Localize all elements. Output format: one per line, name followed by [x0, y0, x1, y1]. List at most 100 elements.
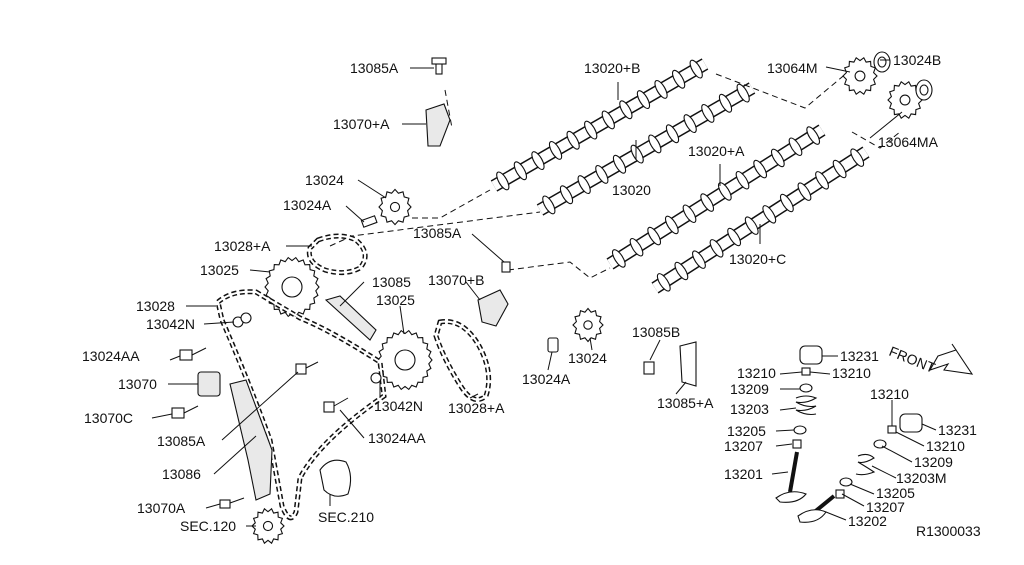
label-13070a-top: 13070+A — [333, 116, 390, 132]
cam-lobe — [692, 250, 706, 269]
label-13024b: 13024B — [893, 52, 941, 68]
cam-lobe — [683, 114, 697, 134]
cam-lobe — [648, 134, 662, 154]
gear-hub — [262, 520, 274, 532]
label-sec120: SEC.120 — [180, 518, 236, 534]
cam-lobe — [770, 148, 785, 168]
gear-hub — [854, 70, 866, 82]
cam-lobe — [727, 227, 742, 247]
label-13207-b: 13207 — [866, 499, 905, 515]
valve-assembly-upper-icon — [775, 345, 823, 503]
cam-lobe — [665, 124, 680, 144]
label-13085b: 13085B — [632, 324, 680, 340]
alignment-line-bolt — [444, 89, 453, 129]
cam-lobe — [735, 170, 750, 190]
label-13085-mid: 13085 — [372, 274, 411, 290]
label-13209-a: 13209 — [730, 381, 769, 397]
label-sec210: SEC.210 — [318, 509, 374, 525]
alignment-line-upper-right — [715, 71, 849, 109]
cam-lobe — [850, 148, 865, 167]
cam-lobe — [611, 249, 626, 268]
cam-lobe — [709, 239, 724, 258]
cam-lobe — [779, 193, 794, 213]
label-13064m: 13064M — [767, 60, 818, 76]
cam-lobe — [797, 182, 812, 201]
cam-lobe — [682, 204, 697, 224]
label-13205-a: 13205 — [727, 423, 766, 439]
label-13025-left: 13025 — [200, 262, 239, 278]
cam-lobe — [664, 215, 679, 235]
cam-lobe — [689, 59, 703, 79]
label-13201: 13201 — [724, 466, 763, 482]
label-13070: 13070 — [118, 376, 157, 392]
cam-lobe — [753, 159, 768, 179]
label-13085a-top: 13085A — [350, 60, 399, 76]
camshaft-13020-b — [490, 58, 709, 192]
sprocket-13024-lower-icon — [547, 307, 604, 353]
bolt-13070a-low-icon — [219, 497, 245, 509]
cam-lobe — [788, 137, 803, 157]
sprocket-13025-right-icon — [377, 329, 433, 391]
cam-lobe — [559, 185, 574, 205]
alignment-line-right — [851, 131, 901, 149]
label-13231-b: 13231 — [938, 422, 977, 438]
sprocket-13064ma-icon — [887, 79, 933, 120]
label-13085a-mid: 13085A — [413, 225, 462, 241]
cam-lobe — [654, 79, 668, 99]
sprocket-13025-left-icon — [264, 256, 320, 318]
cam-lobe — [566, 130, 580, 150]
label-13024-low: 13024 — [568, 350, 607, 366]
chain-guide-13085-icon — [324, 295, 377, 341]
label-13042n-right: 13042N — [374, 398, 423, 414]
cam-lobe — [612, 154, 627, 174]
label-13024a-top: 13024A — [283, 197, 332, 213]
gear-hub — [899, 94, 911, 106]
primary-timing-chain-13028-icon — [215, 289, 387, 521]
bolt-13024aa-left-icon — [179, 347, 207, 361]
camshaft-13020 — [536, 82, 756, 216]
cam-lobe — [636, 90, 651, 110]
label-13210-a: 13210 — [737, 365, 776, 381]
cam-lobe — [701, 103, 715, 123]
cam-lobe — [647, 226, 662, 246]
cam-lobe — [496, 171, 510, 191]
tensioner-13070-a-upper-icon — [425, 57, 451, 147]
label-13085a-bracket: 13085+A — [657, 395, 714, 411]
label-13203m: 13203M — [896, 470, 947, 486]
cam-lobe — [718, 93, 733, 113]
cam-lobe — [832, 159, 847, 179]
cam-lobe — [630, 144, 644, 164]
bolt-13070c-icon — [171, 405, 199, 419]
cam-lobe — [736, 83, 750, 103]
chain-13028-a-upper-icon — [306, 233, 368, 276]
label-13210-b: 13210 — [832, 365, 871, 381]
cam-lobe — [762, 205, 777, 224]
front-direction-arrow-icon — [928, 343, 974, 375]
tensioner-13070-b-icon — [477, 261, 511, 327]
label-13020c: 13020+C — [729, 251, 786, 267]
cam-lobe — [595, 164, 609, 184]
camshaft-13020-c — [651, 146, 870, 294]
cam-lobe — [531, 151, 545, 171]
bolt-13024aa-right-icon — [323, 397, 349, 413]
sprocket-13024-upper-icon — [360, 188, 412, 228]
label-13020a: 13020+A — [688, 143, 745, 159]
leader-lines — [151, 59, 937, 527]
label-13028: 13028 — [136, 298, 175, 314]
gear-hub — [389, 201, 401, 213]
bolt-13085a-low-icon — [295, 361, 319, 375]
tensioner-sec210-icon — [319, 459, 352, 497]
gear-hub — [583, 320, 593, 330]
cam-lobe — [584, 120, 598, 140]
cam-lobe — [674, 261, 689, 281]
sprocket-13064m-icon — [842, 51, 891, 96]
cam-lobe — [619, 100, 633, 120]
cam-lobe — [815, 171, 829, 190]
cam-lobe — [700, 193, 715, 212]
label-13064ma: 13064MA — [878, 134, 939, 150]
label-13024aa-left: 13024AA — [82, 348, 140, 364]
label-13024a-low: 13024A — [522, 371, 571, 387]
bracket-13085-a-icon — [643, 341, 697, 387]
